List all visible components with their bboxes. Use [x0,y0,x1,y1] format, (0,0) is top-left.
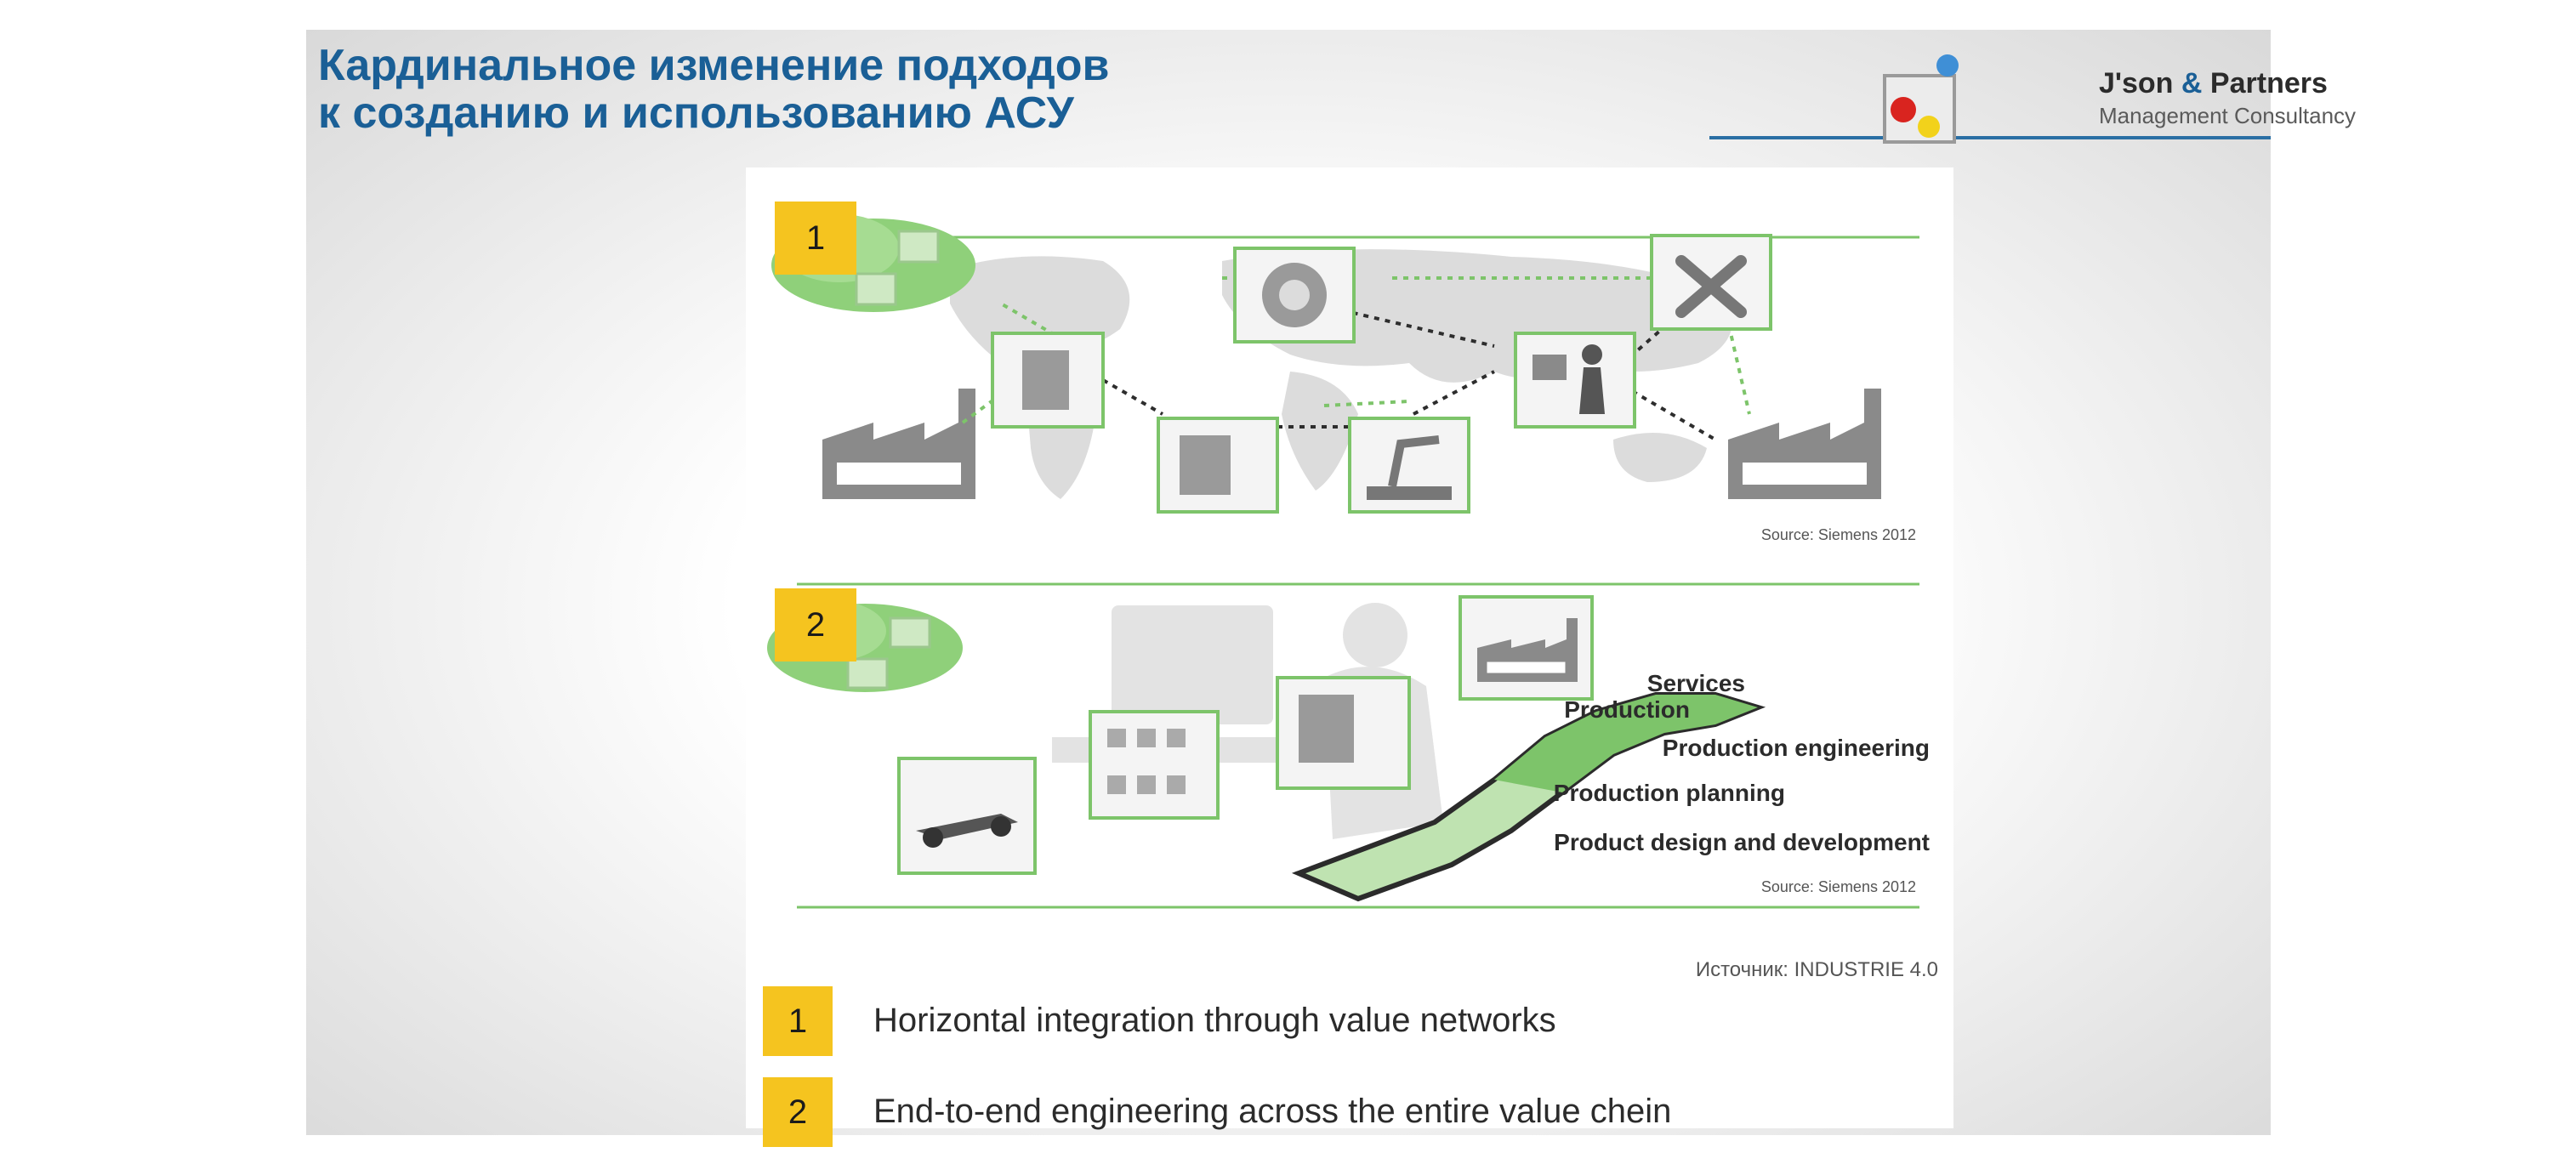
stage-production-planning: Production planning [1554,780,1785,806]
stage-services: Services [1647,670,1745,696]
company-logo: J'son & Partners Management Consultancy [1879,42,2356,152]
logo-name: J'son & Partners [2099,67,2328,100]
legend-badge-2: 2 [763,1077,833,1147]
title-line-2: к созданию и использованию АСУ [318,88,1074,138]
horizontal-integration-diagram: Source: Siemens 2012 [771,214,1919,542]
diagram1-badge: 1 [775,202,856,275]
logo-mark-icon [1883,54,1959,144]
logo-subtitle: Management Consultancy [2099,103,2357,128]
factory-box-icon [1459,595,1594,701]
slide: Кардинальное изменение подходов к создан… [306,30,2356,1147]
machine-station-icon [1157,417,1279,514]
process-flow-icon [1089,710,1220,820]
logo-name-amp: & [2181,67,2203,99]
logo-underline [1709,136,2271,139]
diagram1-source: Source: Siemens 2012 [1761,526,1916,542]
slide-title: Кардинальное изменение подходов к создан… [318,42,1110,137]
robot-arm-icon [1348,417,1470,514]
diagram2-badge: 2 [775,588,856,661]
logo-name-jason: J'son [2099,67,2174,99]
end-to-end-engineering-diagram: Services Production Production engineeri… [767,582,1930,909]
content-panel: Source: Siemens 2012 1 [746,168,1953,1147]
legend-text-2: End-to-end engineering across the entire… [873,1093,1672,1130]
tools-icon [1650,234,1772,331]
factory-left-icon [822,389,975,499]
server-icon [991,332,1105,429]
stage-production: Production [1564,696,1690,723]
operator-workstation-icon [1514,332,1636,429]
legend-text-1: Horizontal integration through value net… [873,1002,1556,1039]
machine-box-icon [1276,676,1411,790]
logo-name-partners: Partners [2209,67,2328,99]
stage-product-design: Product design and development [1554,829,1930,855]
gear-machine-icon [1233,247,1356,344]
diagram2-source: Source: Siemens 2012 [1761,878,1916,895]
title-line-1: Кардинальное изменение подходов [318,41,1110,90]
stage-production-engineering: Production engineering [1663,735,1930,761]
caption-source: Источник: INDUSTRIE 4.0 [1695,958,1938,981]
legend-badge-1: 1 [763,986,833,1056]
factory-right-icon [1728,389,1881,499]
value-chain-ribbon [1291,692,1766,902]
race-car-icon [897,757,1037,875]
